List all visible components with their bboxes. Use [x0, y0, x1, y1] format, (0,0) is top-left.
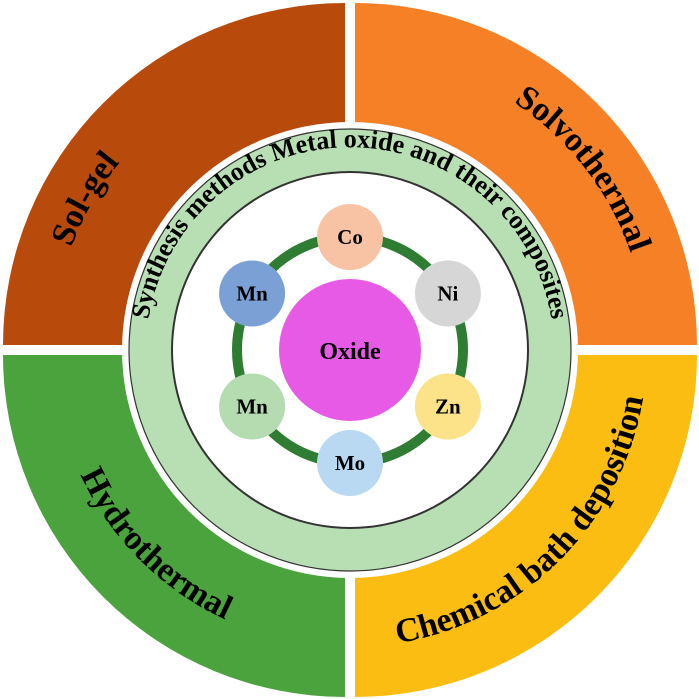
metal-node-label: Mo: [335, 451, 365, 475]
metal-node-circle: [219, 260, 286, 327]
metal-node-label: Zn: [435, 395, 461, 419]
metal-node-label: Mn: [236, 282, 268, 306]
metal-node-circle: [317, 430, 383, 496]
metal-node-circle: [317, 204, 383, 270]
metal-node-co-0: Co: [317, 204, 383, 270]
oxide-center: [279, 279, 421, 421]
metal-node-label: Mn: [236, 395, 268, 419]
metal-node-zn-2: Zn: [414, 373, 481, 440]
metal-node-ni-1: Ni: [414, 260, 481, 327]
metal-node-mo-3: Mo: [317, 430, 383, 496]
metal-node-mn-4: Mn: [219, 373, 286, 440]
metal-node-circle: [414, 260, 481, 327]
metal-node-circle: [414, 373, 481, 440]
metal-node-mn-5: Mn: [219, 260, 286, 327]
metal-node-circle: [219, 373, 286, 440]
metal-node-label: Co: [337, 225, 363, 249]
metal-node-label: Ni: [437, 282, 458, 306]
oxide-center-label: Oxide: [319, 339, 381, 365]
